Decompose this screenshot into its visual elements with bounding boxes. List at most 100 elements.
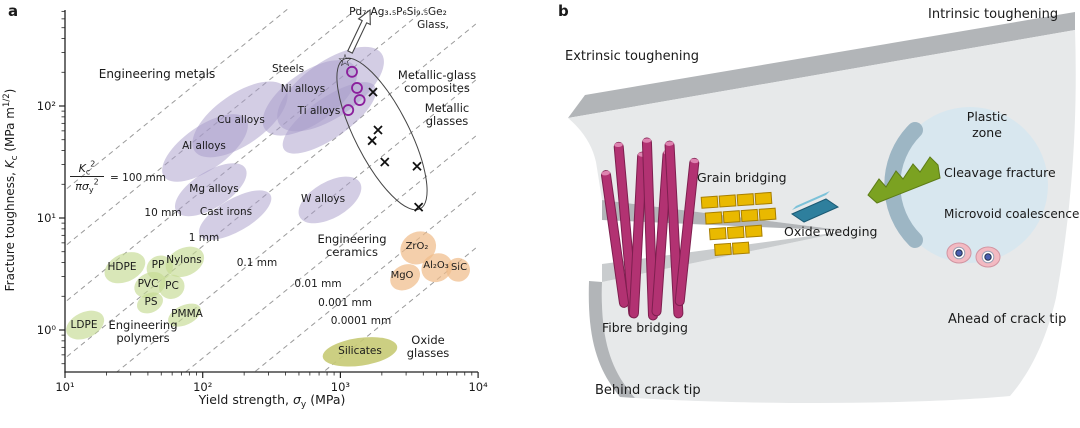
grain-block (726, 225, 745, 240)
y-tick-label: 10¹ (37, 211, 56, 225)
material-label: PP (152, 259, 165, 271)
fraction-equals-value: = 100 mm (110, 172, 166, 184)
grain-bridging-label: Grain bridging (697, 170, 787, 185)
annotation-metallic-glass-composites: Metallic-glass (398, 68, 476, 82)
contour-line (115, 77, 478, 373)
contour-line (65, 8, 290, 191)
contour-line (253, 189, 478, 373)
material-label: Ti alloys (297, 105, 341, 117)
y-axis-label: Fracture toughness, Kc (MPa m1/2) (2, 89, 20, 292)
material-label: Al₂O₃ (423, 260, 449, 271)
grain-block (731, 241, 750, 255)
grain-block (713, 242, 732, 256)
material-ellipse (322, 337, 398, 367)
material-ellipse (165, 246, 205, 278)
annotation-metallic-glasses: glasses (426, 114, 469, 128)
material-ellipse (262, 60, 358, 136)
fibre (601, 170, 629, 308)
annotation-engineering-metals: Engineering metals (99, 67, 216, 81)
fraction-num-sub: c (86, 168, 90, 177)
contour-label: 1 mm (189, 232, 219, 244)
material-ellipse (400, 231, 437, 265)
oxide-wedging-label: Oxide wedging (784, 224, 877, 239)
microvoid-coalescence-label: Microvoid coalescence (944, 207, 1079, 221)
toughening-diagram: b Extrinsic toughening Intrinsic toughen… (558, 2, 1079, 403)
fraction-den-sub: y (89, 186, 94, 195)
grain-block (754, 191, 773, 206)
material-ellipse (298, 176, 362, 224)
cleavage-fracture-label: Cleavage fracture (944, 165, 1056, 180)
x-tick-label: 10¹ (55, 380, 74, 394)
material-ellipse (168, 303, 201, 327)
composite-circle-marker (342, 104, 355, 116)
ahead-of-crack-tip-label: Ahead of crack tip (948, 312, 1066, 327)
material-ellipse (282, 82, 377, 154)
intrinsic-toughening-label: Intrinsic toughening (928, 7, 1058, 22)
annotation-metallic-glass-composites: composites (404, 81, 470, 95)
composite-circle-marker (353, 94, 366, 106)
plastic-zone-label-line2: zone (972, 125, 1002, 140)
material-label: ZrO₂ (406, 241, 429, 252)
x-axis-label-symbol: σ (293, 392, 302, 407)
y-axis-label-post: (MPa m (3, 107, 17, 155)
material-label: Nylons (166, 254, 202, 266)
annotation-metallic-glasses: Metallic (425, 101, 469, 115)
material-label: Cast irons (200, 206, 252, 218)
fraction-num-sup: 2 (90, 160, 95, 169)
behind-crack-tip-label: Behind crack tip (595, 383, 701, 398)
annotation-pd-alloy-glass: Glass, (417, 19, 449, 31)
fraction-den-sup: 2 (94, 178, 99, 187)
grain-block (704, 211, 723, 225)
y-axis-label-superscript: 1/2 (2, 93, 12, 107)
material-label: W alloys (301, 193, 345, 205)
material-ellipse (162, 114, 248, 182)
fraction-numerator: Kc2 (79, 160, 96, 177)
annotation-engineering-ceramics: ceramics (326, 245, 378, 259)
material-label: PS (145, 296, 158, 308)
material-label: MgO (391, 270, 414, 281)
slab-top-face (568, 12, 1075, 118)
annotation-oxide-glasses: Oxide (411, 333, 444, 347)
grain-bridging-group (700, 191, 777, 256)
material-label: Al alloys (182, 140, 226, 152)
contour-label: 0.0001 mm (331, 315, 392, 327)
metallic-glass-x-marker (367, 136, 377, 146)
material-regions-group (66, 46, 470, 367)
metallic-glass-x-marker (412, 161, 422, 171)
grain-block (722, 210, 741, 224)
x-axis-label-subscript: y (301, 400, 307, 410)
panel-a-letter: a (8, 2, 18, 20)
y-tick-label: 10⁰ (37, 323, 57, 337)
grain-block (700, 195, 719, 209)
y-axis-label-symbol: K (3, 159, 17, 168)
contour-line (184, 133, 478, 373)
annotation-engineering-polymers: polymers (116, 331, 169, 345)
grain-block (744, 224, 763, 238)
material-label: Mg alloys (189, 183, 238, 195)
y-tick-label: 10² (37, 99, 56, 113)
material-label: PMMA (171, 308, 203, 320)
grain-block (758, 207, 777, 221)
plastic-zone-circle (892, 107, 1048, 263)
y-axis-label-end: ) (3, 89, 17, 94)
material-ellipse (137, 292, 163, 314)
metallic-glass-x-marker (373, 125, 383, 135)
x-tick-label: 10² (193, 380, 212, 394)
grain-block (736, 193, 755, 207)
material-ellipse (446, 257, 470, 282)
fraction-num-k: K (79, 162, 87, 175)
metallic-glass-x-marker (380, 157, 390, 167)
contour-label: 0.1 mm (237, 257, 278, 269)
x-axis-label-pre: Yield strength, (198, 392, 293, 407)
grain-block (740, 208, 759, 223)
arrow-annotation (347, 8, 371, 54)
microvoid-group (946, 242, 1001, 268)
fraction-den-pi: πσ (75, 180, 90, 193)
material-ellipse (174, 163, 247, 217)
fibre-bridging-group (601, 137, 700, 321)
material-ellipse (198, 190, 272, 240)
material-ellipse (66, 310, 105, 340)
contour-line (65, 8, 428, 303)
material-ellipse (158, 274, 185, 299)
